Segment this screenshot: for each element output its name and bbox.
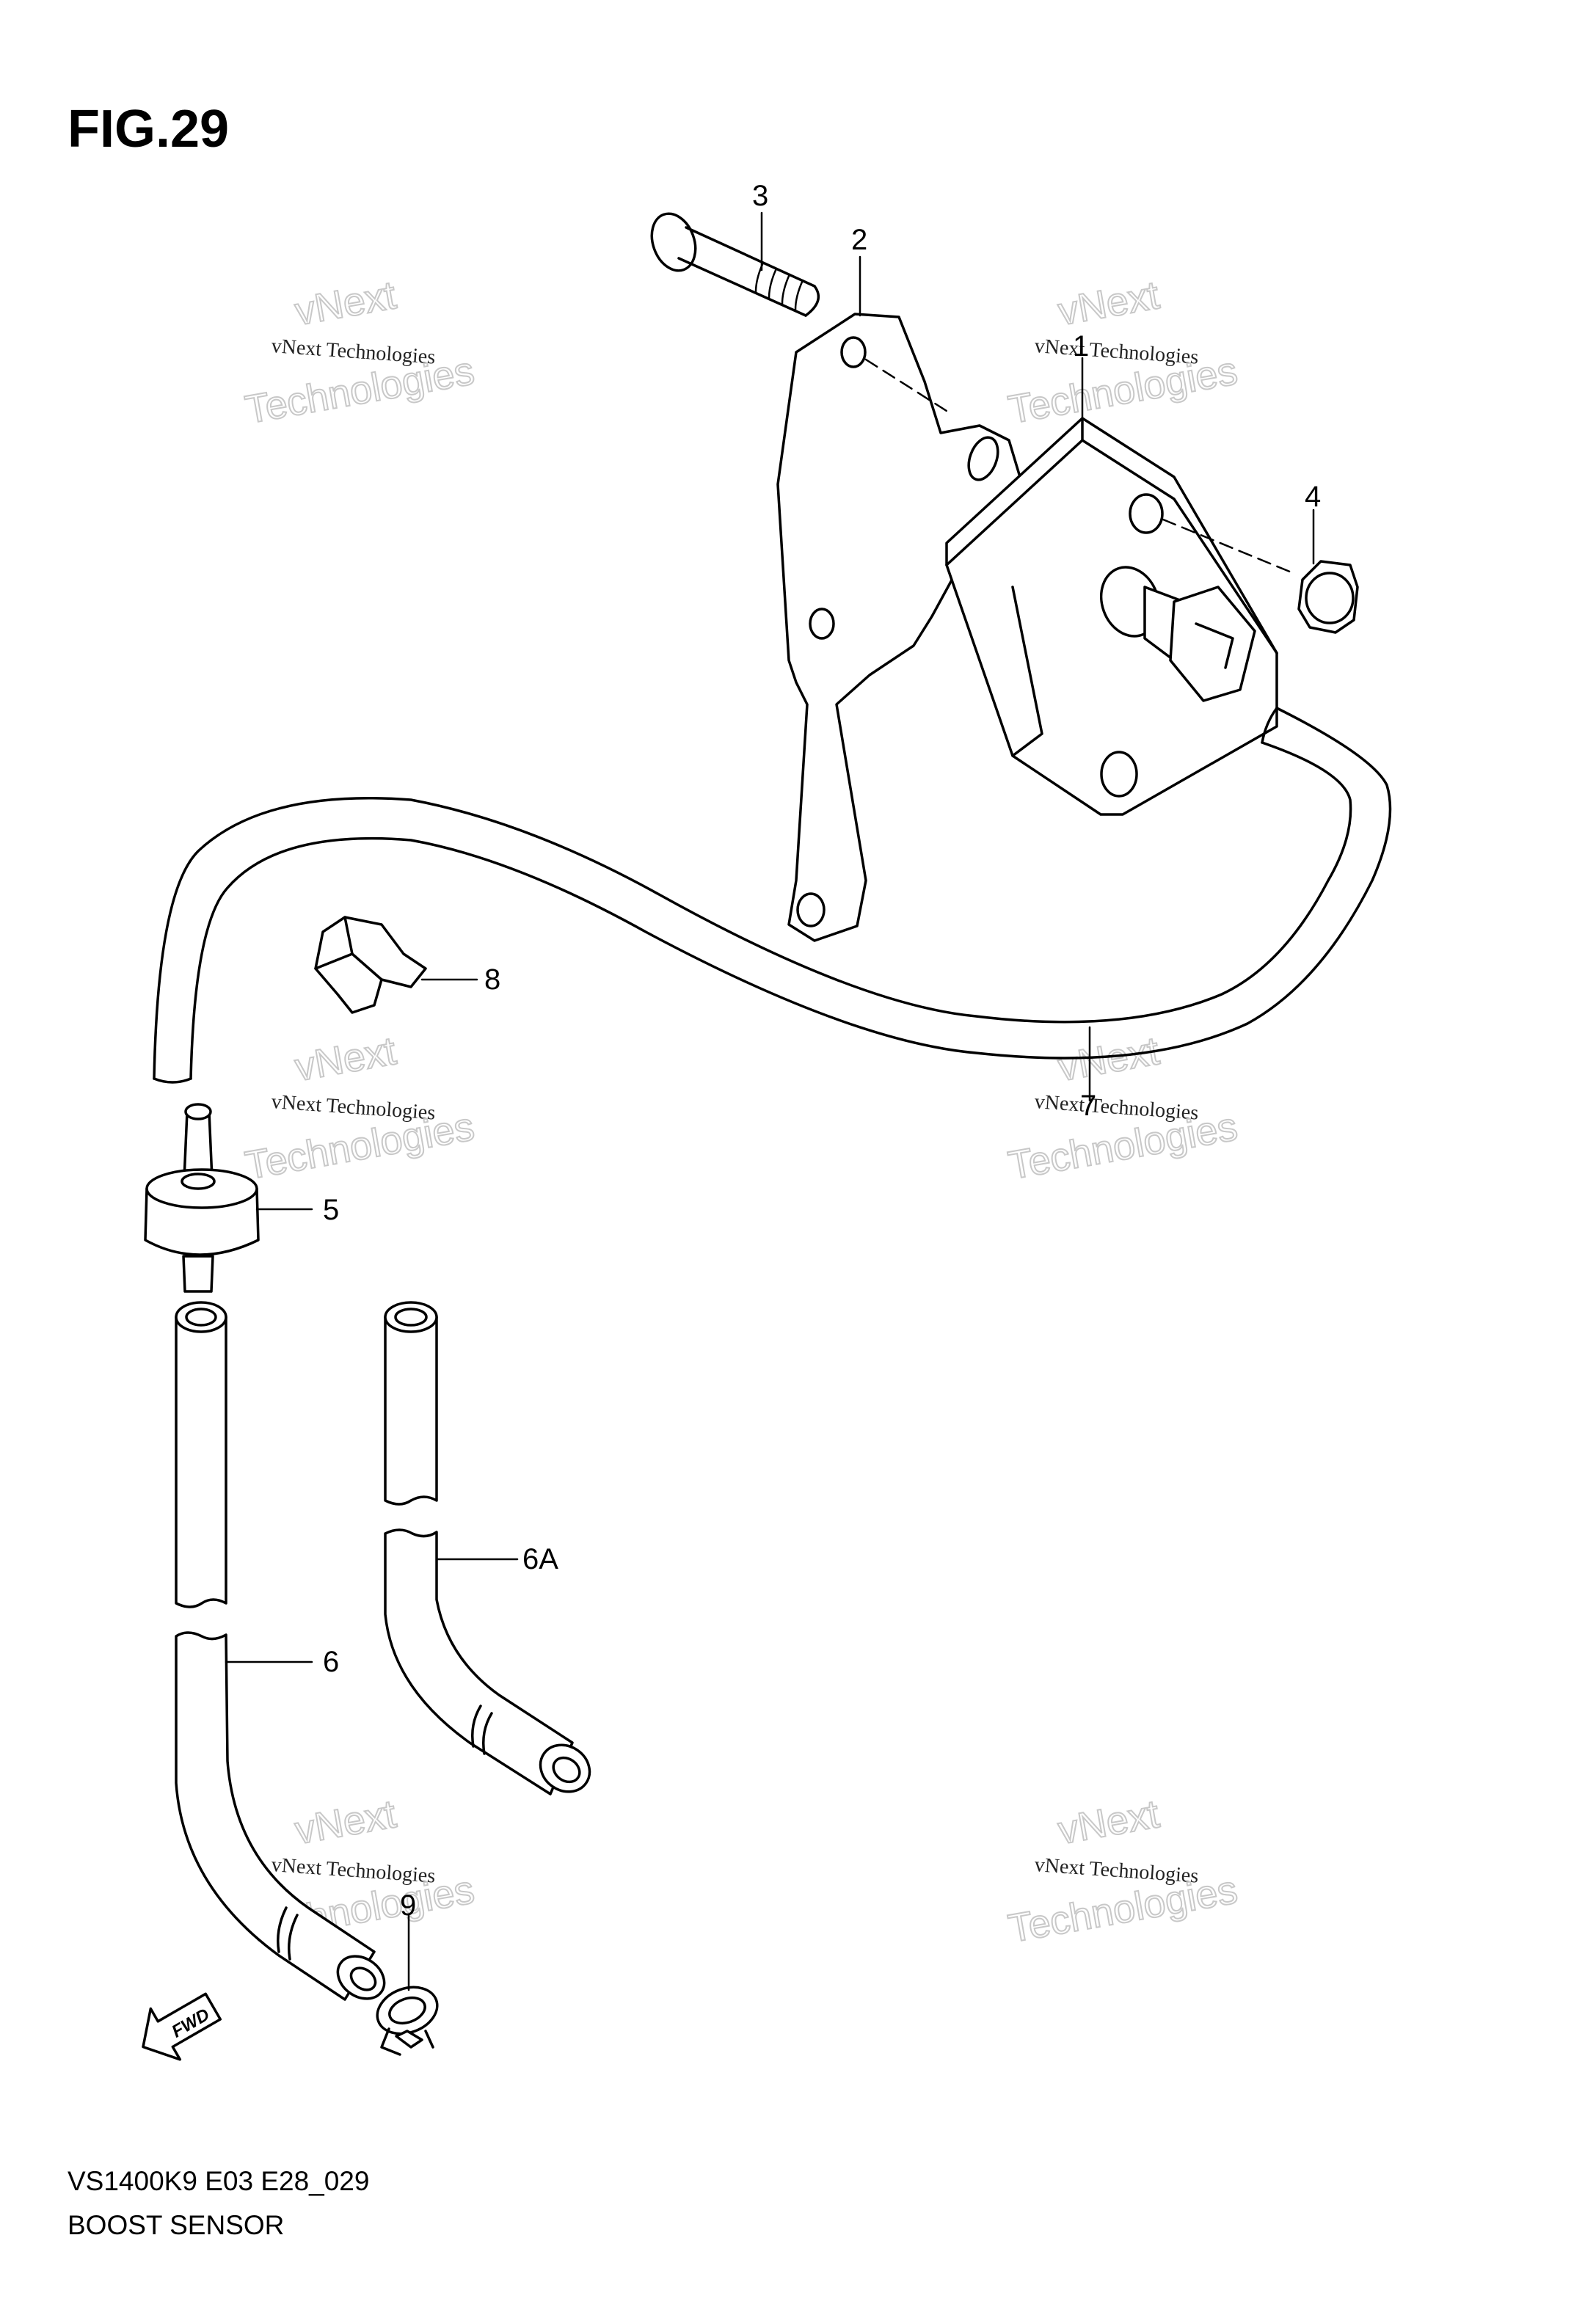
watermark-brand: vNext — [292, 1792, 399, 1853]
part-hose[interactable] — [153, 707, 1392, 1084]
part-boost-sensor[interactable] — [945, 417, 1278, 816]
watermark-brand: vNext — [1055, 273, 1162, 334]
callout-5: 5 — [323, 1194, 339, 1226]
figure-caption: BOOST SENSOR — [68, 2210, 284, 2240]
callout-8: 8 — [484, 963, 500, 996]
leader-lines — [225, 211, 1315, 1991]
part-nut[interactable] — [1162, 518, 1359, 634]
part-hose-right[interactable] — [384, 1301, 599, 1801]
part-hose-left[interactable] — [175, 1301, 393, 2008]
watermark: vNext vNext Technologies Technologies — [241, 1028, 478, 1189]
watermark-brand: vNext — [292, 273, 399, 334]
callout-7: 7 — [1080, 1090, 1096, 1122]
part-clamp[interactable] — [314, 916, 427, 1014]
callout-1: 1 — [1073, 330, 1089, 362]
fwd-arrow-icon: FWD — [142, 1992, 222, 2061]
watermark: vNext vNext Technologies Technologies — [1005, 1791, 1242, 1952]
callout-6a: 6A — [522, 1543, 558, 1575]
figure-title: FIG.29 — [68, 100, 229, 158]
watermark-brand: vNext — [1055, 1792, 1162, 1853]
callouts: 3 2 1 4 8 5 6 6A 7 9 — [323, 180, 1321, 1922]
part-joint[interactable] — [144, 1103, 260, 1293]
callout-4: 4 — [1305, 481, 1321, 513]
callout-2: 2 — [851, 224, 867, 256]
watermark: vNext vNext Technologies Technologies — [241, 272, 478, 433]
watermark: vNext vNext Technologies Technologies — [1005, 1028, 1242, 1189]
watermark-brand: vNext — [292, 1029, 399, 1090]
callout-9: 9 — [400, 1889, 416, 1922]
part-bracket[interactable] — [776, 313, 1021, 942]
callout-6: 6 — [323, 1646, 339, 1678]
watermark: vNext vNext Technologies Technologies — [1005, 272, 1242, 433]
part-hose-clip[interactable] — [371, 1979, 443, 2056]
callout-3: 3 — [752, 180, 768, 212]
part-bolt[interactable] — [644, 208, 820, 317]
model-code: VS1400K9 E03 E28_029 — [68, 2166, 369, 2196]
